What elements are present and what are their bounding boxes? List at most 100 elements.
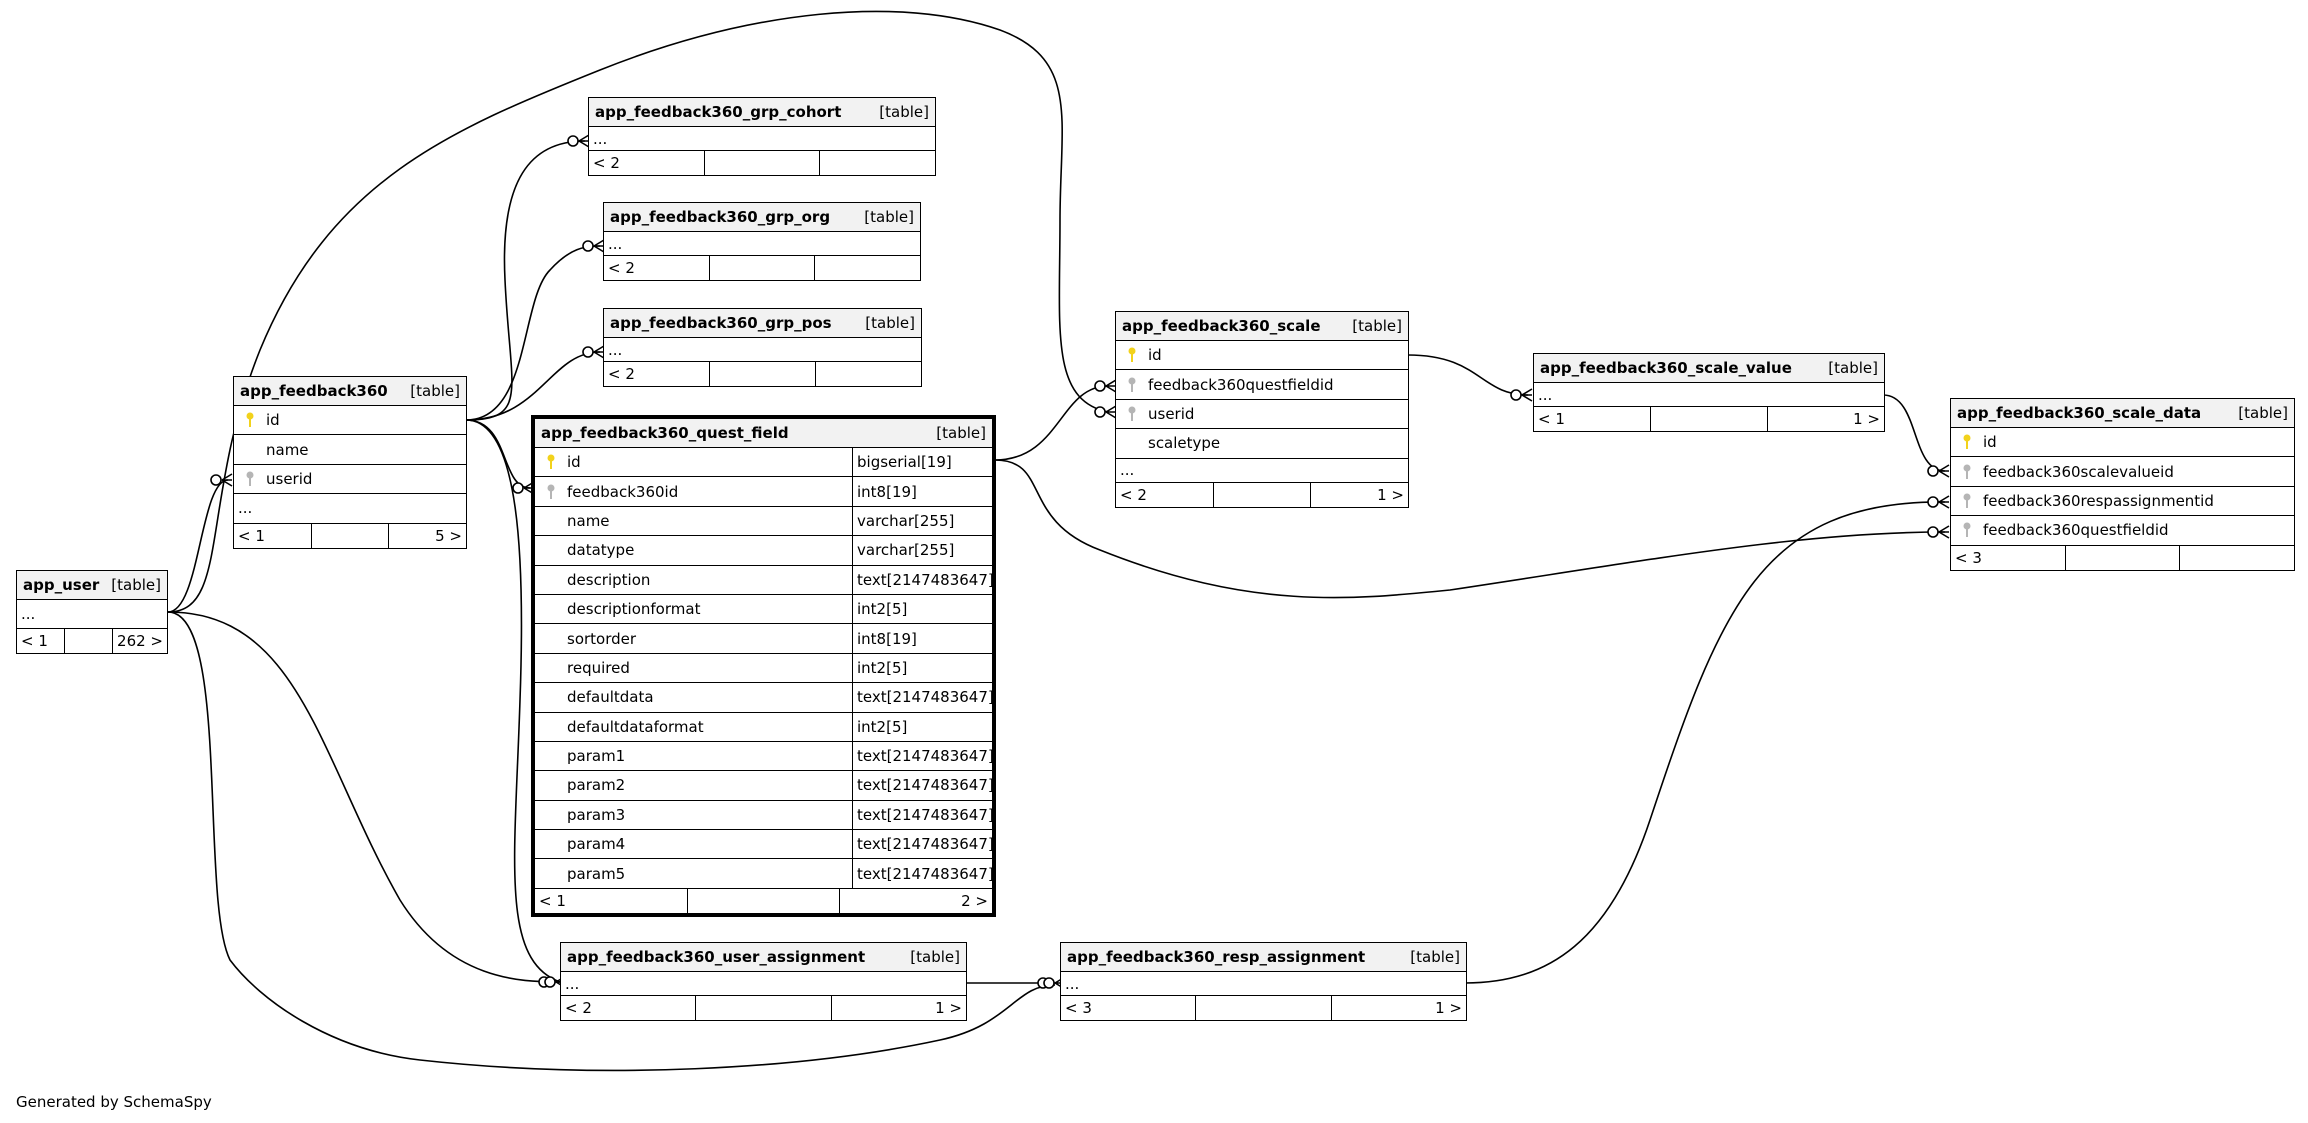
footer-parents[interactable]: < 2 [608,259,635,277]
crowfoot-org [582,239,605,253]
column-name: defaultdataformat [567,717,704,736]
table-app-feedback360-scale-data[interactable]: app_feedback360_scale_data [table] id fe… [1950,398,2295,571]
column-type: text[2147483647] [852,741,994,771]
column-row[interactable]: name [234,435,466,465]
table-tag: [table] [1352,317,1402,335]
column-name: datatype [567,541,635,560]
column-row[interactable]: userid [234,465,466,495]
footer-parents[interactable]: < 2 [565,999,592,1017]
footer-middle [64,629,112,654]
table-footer: < 2 [589,151,935,175]
column-row[interactable]: id [1116,341,1408,371]
column-type: varchar[255] [852,506,992,536]
footer-middle [686,888,840,913]
table-app-feedback360-grp-cohort[interactable]: app_feedback360_grp_cohort [table] ... <… [588,97,936,176]
column-row[interactable]: name varchar[255] [535,506,992,537]
table-app-feedback360-resp-assignment[interactable]: app_feedback360_resp_assignment [table] … [1060,942,1467,1021]
column-name: feedback360questfieldid [1983,521,2169,540]
column-type: text[2147483647] [852,859,994,888]
table-footer: < 3 1 > [1061,996,1466,1020]
ellipsis-row: ... [604,338,921,362]
table-app-feedback360-grp-pos[interactable]: app_feedback360_grp_pos [table] ... < 2 [603,308,922,387]
column-row[interactable]: userid [1116,400,1408,430]
column-name: param1 [567,747,626,766]
ellipsis-row: ... [561,972,966,996]
edge-questfield-feedback360 [465,419,531,489]
column-row[interactable]: scaletype [1116,429,1408,459]
table-name: app_feedback360_quest_field [541,424,789,442]
footer-children[interactable]: 5 > [388,523,466,548]
column-row[interactable]: param1 text[2147483647] [535,741,994,772]
edge-cohort-feedback360 [465,140,586,421]
footer-parents[interactable]: < 2 [608,365,635,383]
column-name: id [266,411,280,430]
column-row[interactable]: param5 text[2147483647] [535,859,994,889]
footer-children[interactable]: 1 > [1310,482,1408,507]
table-app-feedback360-scale[interactable]: app_feedback360_scale [table] id feedbac… [1115,311,1409,508]
ellipsis-row: ... [1116,459,1408,483]
table-app-feedback360-grp-org[interactable]: app_feedback360_grp_org [table] ... < 2 [603,202,921,281]
footer-children[interactable]: 262 > [112,629,167,654]
column-name: name [567,511,610,530]
crowfoot-scale-questfield [1094,379,1117,393]
table-app-user[interactable]: app_user [table] ... < 1 262 > [16,570,168,655]
footer-children[interactable]: 1 > [830,996,966,1020]
column-name: param5 [567,864,626,883]
footer-parents[interactable]: < 1 [539,891,566,910]
column-type: int8[19] [852,624,992,653]
footer-parents[interactable]: < 3 [1065,999,1092,1017]
table-app-feedback360-user-assignment[interactable]: app_feedback360_user_assignment [table] … [560,942,967,1021]
column-row[interactable]: id [1951,428,2294,458]
footer-parents[interactable]: < 2 [593,154,620,172]
footer-children[interactable]: 2 > [839,888,992,913]
footer-children [819,151,935,175]
column-row[interactable]: feedback360questfieldid [1951,516,2294,546]
crowfoot-scaledata-questfield [1927,525,1950,539]
footer-parents[interactable]: < 1 [1538,410,1565,428]
footer-parents[interactable]: < 2 [1120,485,1147,504]
column-row[interactable]: feedback360scalevalueid [1951,457,2294,487]
table-tag: [table] [1828,359,1878,377]
column-row[interactable]: feedback360respassignmentid [1951,487,2294,517]
table-name: app_feedback360_user_assignment [567,948,866,966]
column-name: param2 [567,776,626,795]
footer-children [815,362,921,386]
crowfoot-scaledata-scalevalue [1927,464,1950,478]
column-row[interactable]: feedback360questfieldid [1116,370,1408,400]
table-tag: [table] [879,103,929,121]
footer-children[interactable]: 1 > [1767,407,1884,431]
table-app-feedback360[interactable]: app_feedback360 [table] id name userid .… [233,376,467,549]
footer-children[interactable]: 1 > [1330,996,1466,1020]
table-app-feedback360-scale-value[interactable]: app_feedback360_scale_value [table] ... … [1533,353,1885,432]
column-name: id [1148,346,1162,365]
footer-parents[interactable]: < 3 [1955,548,1982,567]
column-name: scaletype [1148,434,1221,453]
footer-middle [1650,407,1767,431]
column-name: userid [1148,404,1195,423]
footer-middle [709,362,815,386]
table-name: app_feedback360_resp_assignment [1067,948,1366,966]
foreign-key-icon [1951,464,1983,480]
crowfoot-scaledata-respassign [1927,495,1950,509]
foreign-key-icon [1116,406,1148,422]
primary-key-icon [1951,434,1983,450]
footer-middle [708,256,815,280]
footer-parents[interactable]: < 1 [21,632,48,651]
footer-parents[interactable]: < 1 [238,526,265,545]
column-row[interactable]: id [234,406,466,436]
table-name: app_feedback360_scale_value [1540,359,1792,377]
column-name: defaultdata [567,688,654,707]
